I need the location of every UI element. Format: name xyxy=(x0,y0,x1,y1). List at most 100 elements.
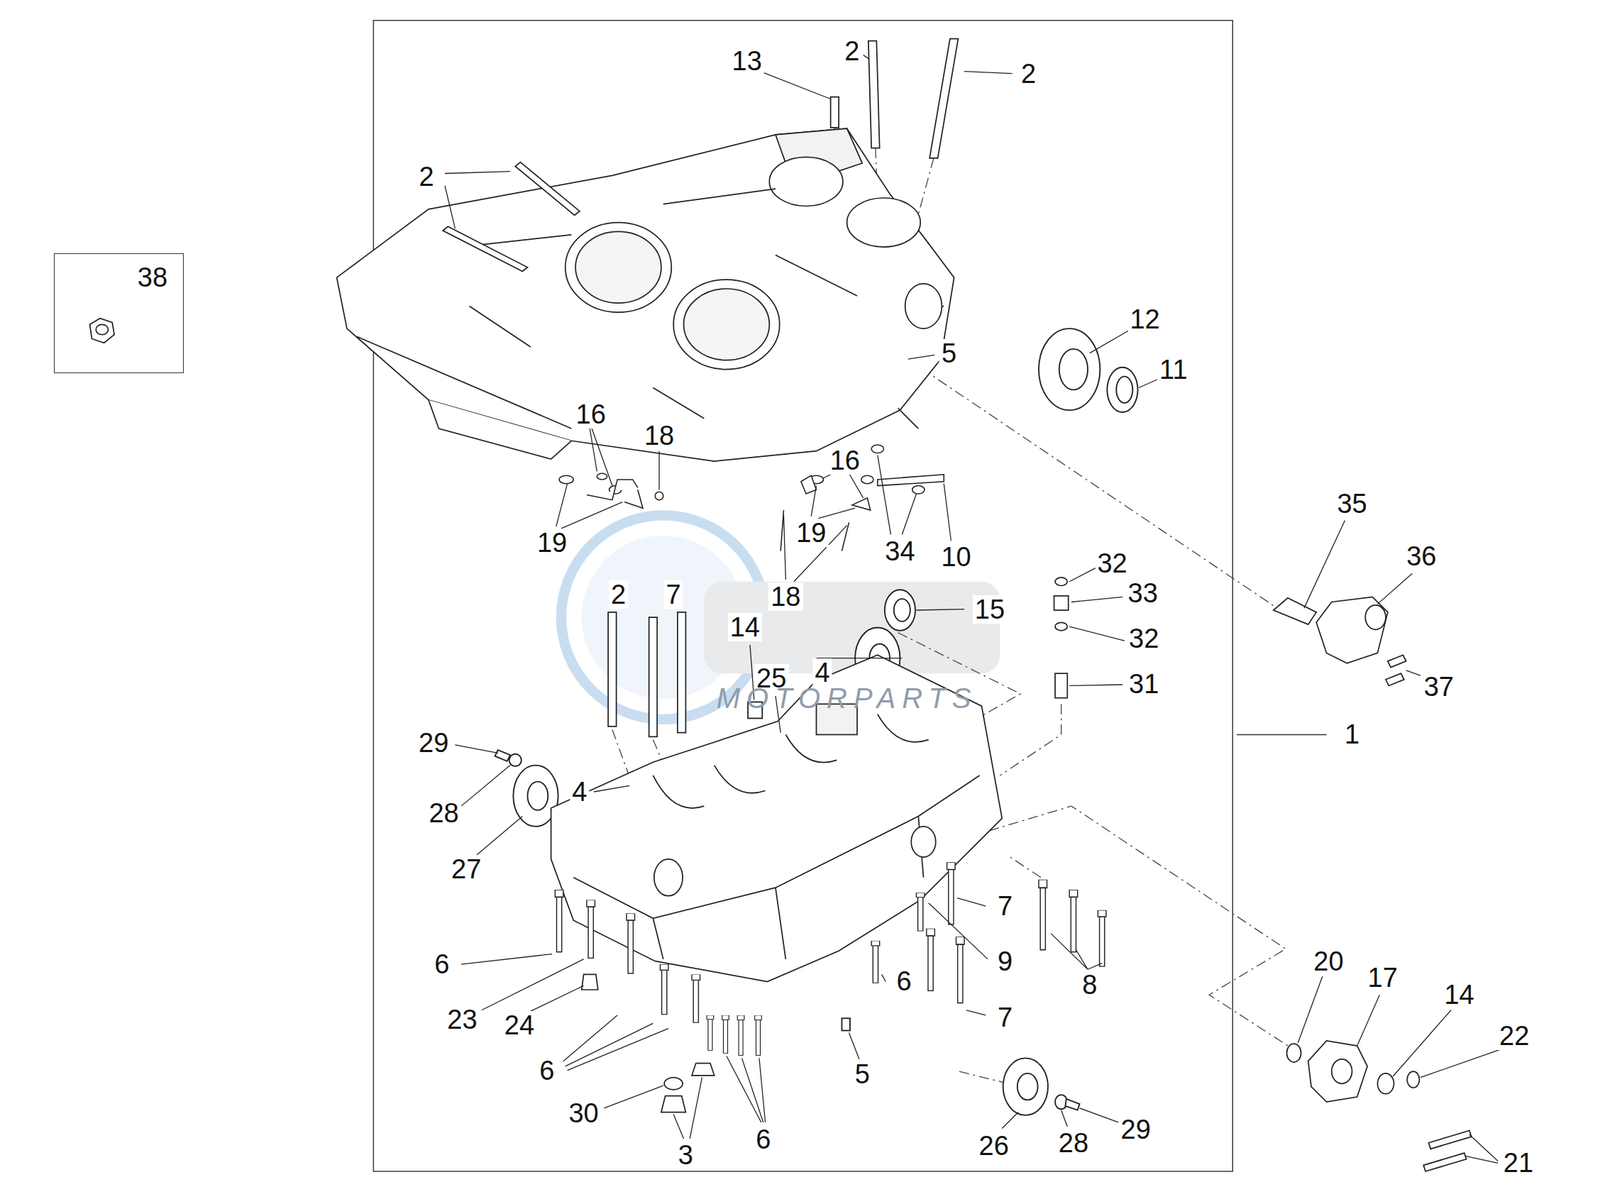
cover-part xyxy=(1407,1071,1420,1088)
bearing-part xyxy=(841,1018,851,1031)
assembly-line xyxy=(918,158,934,215)
callout-number: 11 xyxy=(1157,355,1190,384)
bearing-part xyxy=(894,598,911,622)
parts-box: 38 xyxy=(53,253,184,374)
callout-number: 6 xyxy=(432,950,452,979)
callout-number: 23 xyxy=(444,1005,479,1034)
callout-number: 26 xyxy=(977,1131,1012,1161)
bolt-part xyxy=(554,862,1107,1056)
leader-line xyxy=(1297,976,1503,1163)
stud-part xyxy=(830,97,840,128)
oil-jet-part xyxy=(654,491,664,501)
callout-number: 9 xyxy=(995,947,1015,976)
oil-jet-part xyxy=(559,444,944,552)
plug-part xyxy=(1055,673,1068,699)
watermark-logo xyxy=(703,581,1000,674)
upper-crankcase xyxy=(565,222,672,313)
bolt-part xyxy=(754,1015,763,1056)
bolt-part xyxy=(916,892,925,931)
upper-crankcase xyxy=(337,128,955,462)
bolt-part xyxy=(947,862,956,925)
upper-crankcase xyxy=(769,156,843,206)
cover-part xyxy=(1385,673,1405,686)
lower-crankcase xyxy=(652,714,929,809)
upper-crankcase xyxy=(847,197,921,247)
callout-number: 6 xyxy=(537,1056,557,1085)
cover-part xyxy=(1423,1152,1466,1172)
stud-part xyxy=(868,41,880,149)
cover-part xyxy=(1286,1043,1301,1063)
oil-jet-part xyxy=(559,475,574,484)
callout-number: 14 xyxy=(727,613,763,642)
callout-number: 12 xyxy=(1127,305,1162,334)
leader-line xyxy=(481,959,986,1016)
callout-number: 36 xyxy=(1404,542,1439,571)
watermark: MOTORPARTS xyxy=(714,683,980,714)
upper-crankcase xyxy=(575,231,662,303)
callout-number: 14 xyxy=(1441,980,1476,1009)
upper-crankcase xyxy=(673,279,780,370)
cover-part xyxy=(1377,1073,1394,1095)
oil-jet-part xyxy=(912,486,925,495)
nut-part xyxy=(95,324,108,335)
callout-number: 7 xyxy=(995,891,1015,921)
bearing-part xyxy=(509,754,522,767)
cover-part xyxy=(1273,598,1317,625)
callout-number: 17 xyxy=(1365,963,1400,992)
oil-jet-part xyxy=(596,473,607,480)
oil-jet-part xyxy=(801,475,817,494)
bolt-part xyxy=(1069,889,1078,953)
callout-number: 18 xyxy=(768,582,803,611)
leader-line xyxy=(454,745,630,855)
callout-number: 7 xyxy=(995,1003,1015,1032)
assembly-line xyxy=(1010,857,1041,878)
leader-line xyxy=(749,609,965,733)
bearing-part xyxy=(1038,328,1100,411)
plug-part xyxy=(664,1077,683,1090)
assembly-line xyxy=(999,703,1061,776)
callout-number: 4 xyxy=(569,777,589,807)
cover-part xyxy=(1387,654,1407,667)
callout-number: 29 xyxy=(1118,1115,1153,1144)
bearing-part xyxy=(1116,376,1133,404)
stud-part xyxy=(442,226,528,272)
oil-jet-part xyxy=(871,444,884,454)
bearing-part xyxy=(1017,1073,1039,1100)
nut-part xyxy=(90,318,115,344)
bolt-part xyxy=(626,913,636,974)
bearing-part xyxy=(494,749,511,762)
bolt-part xyxy=(956,936,965,1003)
bolt-part xyxy=(554,889,564,953)
bearing-part xyxy=(1065,1099,1080,1111)
stud-part xyxy=(515,162,580,216)
callout-number: 7 xyxy=(664,580,684,609)
cover-part xyxy=(1273,596,1472,1172)
bolt-part xyxy=(1038,879,1048,951)
callout-number: 31 xyxy=(1126,669,1161,699)
cover-part xyxy=(1331,1059,1353,1085)
stud-part xyxy=(442,39,958,738)
callout-number: 2 xyxy=(1018,59,1039,88)
bearing-part xyxy=(1059,349,1088,391)
lower-crankcase xyxy=(652,816,924,960)
leader-line xyxy=(673,1055,765,1139)
upper-crankcase xyxy=(683,288,770,361)
callout-number: 22 xyxy=(1497,1021,1532,1051)
callout-number: 2 xyxy=(842,36,862,66)
bolt-part xyxy=(871,940,880,983)
leader-line xyxy=(1069,567,1125,687)
callout-number: 20 xyxy=(1311,947,1346,976)
frame xyxy=(1236,734,1327,736)
bolt-part xyxy=(722,1015,730,1054)
leader-line xyxy=(444,55,1503,1164)
bolt-part xyxy=(926,928,936,992)
callout-number: 1 xyxy=(1342,720,1362,749)
callout-number: 27 xyxy=(449,854,484,884)
oil-jet-part xyxy=(780,510,849,552)
leader-line xyxy=(783,454,951,582)
callout-number: 16 xyxy=(574,400,609,429)
stud-part xyxy=(677,612,687,733)
callout-number: 2 xyxy=(417,162,437,191)
bolt-part xyxy=(706,1015,714,1051)
